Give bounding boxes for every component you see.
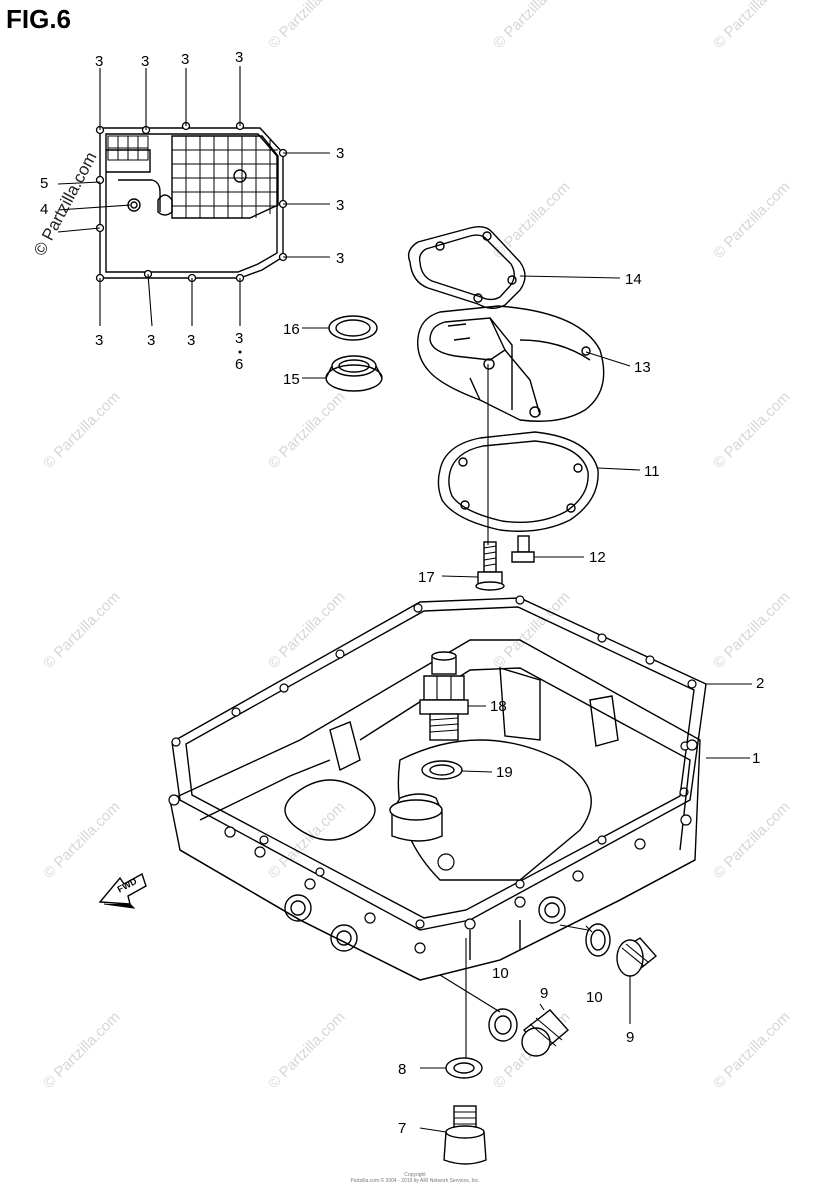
callout-6: 6 [235,356,243,373]
callout-3: 3 [336,250,344,267]
callout-16: 16 [283,321,300,338]
drain-washer-10-right-part [585,923,611,957]
callout-9: 9 [540,985,548,1002]
callout-labels: 3 3 3 3 3 3 3 3 3 3 3 6 5 4 14 13 11 12 … [40,49,764,1137]
oil-pan-cover-part [417,305,605,422]
drain-plug-9-right-part [616,937,658,977]
oil-strainer-part [95,121,288,283]
forward-direction-arrow-icon: FWD [98,872,147,909]
callout-10: 10 [586,989,603,1006]
oil-seal-15-part [325,355,383,392]
oil-pressure-switch-part [419,651,469,741]
leader-lines-main [302,275,752,1133]
callout-9: 9 [626,1029,634,1046]
callout-11: 11 [644,463,660,480]
callout-3: 3 [235,330,243,347]
bolt-17-part [475,541,505,591]
copyright-footer: Copyright Partzilla.com © 2004 - 2019 by… [340,1172,490,1184]
callout-3: 3 [95,53,103,70]
callout-3: 3 [141,53,149,70]
callout-3: 3 [336,197,344,214]
figure-title: FIG.6 [6,4,72,34]
callout-13: 13 [634,359,651,376]
callout-10: 10 [492,965,509,982]
callout-5: 5 [40,175,48,192]
callout-3: 3 [95,332,103,349]
sealing-washer-19-part [421,760,463,780]
callout-3: 3 [187,332,195,349]
callout-14: 14 [625,271,642,288]
callout-3: 3 [235,49,243,66]
callout-15: 15 [283,371,300,388]
callout-17: 17 [418,569,435,586]
callout-4: 4 [40,201,48,218]
drain-plug-7-part [443,1105,487,1165]
oil-seal-16-part [328,315,378,341]
callout-19: 19 [496,764,513,781]
callout-12: 12 [589,549,606,566]
oil-pan-gasket-part [171,595,707,931]
callout-7: 7 [398,1120,406,1137]
bolt-12-part [511,535,535,563]
callout-1: 1 [752,750,760,767]
drain-washer-8-part [445,1057,483,1079]
cover-oring-part [437,431,599,532]
callout-3: 3 [336,145,344,162]
drain-plug-9-left-part [521,1009,570,1057]
cover-gasket-part [407,225,526,309]
drain-washer-10-left-part [488,1008,518,1042]
leader-lines-strainer [57,66,330,327]
callout-3: 3 [147,332,155,349]
callout-3: 3 [181,51,189,68]
callout-2: 2 [756,675,764,692]
callout-18: 18 [490,698,507,715]
copyright-line-2: Partzilla.com © 2004 - 2019 by ARI Netwo… [350,1178,480,1184]
copyright-line-1: Copyright [404,1172,426,1178]
callout-8: 8 [398,1061,406,1078]
